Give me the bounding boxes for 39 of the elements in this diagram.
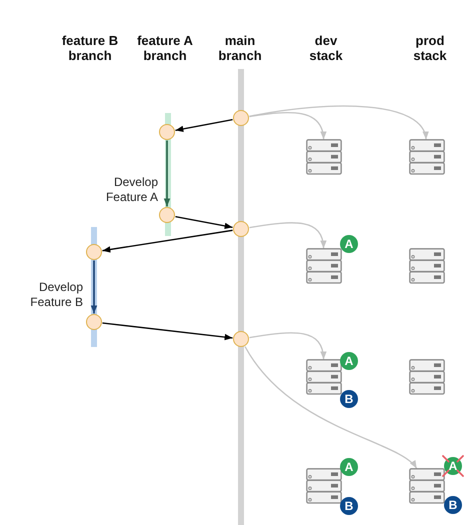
server-stack-icon (306, 468, 342, 504)
commit-circle (232, 220, 248, 236)
edge-label: Develop Feature A (104, 175, 158, 205)
arrow (244, 346, 418, 469)
letter-badge: A (340, 458, 358, 476)
arrow (249, 112, 326, 140)
arrow (90, 260, 98, 314)
server-stack-icon (306, 359, 342, 395)
arrow (175, 118, 233, 132)
commit-circle (232, 110, 248, 126)
column-header: main branch (217, 33, 263, 63)
letter-badge: A (340, 235, 358, 253)
letter-badge: A (340, 352, 358, 370)
server-stack-icon (306, 248, 342, 284)
arrow (249, 105, 428, 140)
commit-circle (86, 314, 102, 330)
letter-badge: B (340, 497, 358, 515)
column-header: dev stack (308, 33, 344, 63)
server-stack-icon (409, 139, 445, 175)
letter-badge: B (444, 496, 462, 514)
commit-circle (232, 330, 248, 346)
commit-circle (158, 206, 174, 222)
letter-badge: B (340, 390, 358, 408)
arrow (249, 222, 326, 249)
commit-circle (158, 124, 174, 140)
arrow (102, 322, 233, 340)
arrow (249, 332, 326, 360)
server-stack-icon (409, 248, 445, 284)
server-stack-icon (409, 359, 445, 395)
column-header: prod stack (412, 33, 448, 63)
arrow (102, 230, 233, 253)
server-stack-icon (409, 468, 445, 504)
column-header: feature B branch (60, 33, 120, 63)
commit-circle (86, 244, 102, 260)
edge-label: Develop Feature B (29, 280, 83, 310)
server-stack-icon (306, 139, 342, 175)
column-header: feature A branch (136, 33, 194, 63)
arrow (164, 140, 170, 206)
arrow (175, 216, 233, 230)
